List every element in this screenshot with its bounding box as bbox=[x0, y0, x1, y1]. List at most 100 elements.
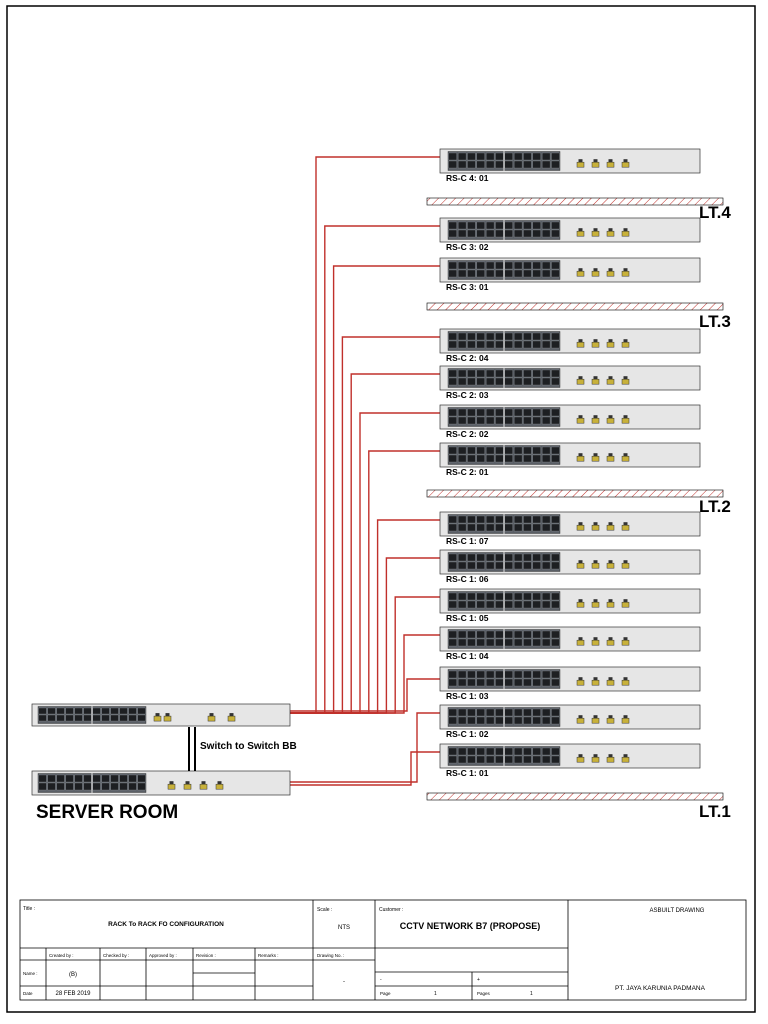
rj45-port bbox=[467, 377, 476, 386]
rj45-port bbox=[551, 747, 560, 756]
rj45-port bbox=[495, 592, 504, 601]
rj45-port bbox=[532, 592, 541, 601]
rj45-port bbox=[467, 708, 476, 717]
sfp-latch bbox=[623, 453, 628, 457]
rj45-port bbox=[83, 782, 92, 791]
rj45-port bbox=[485, 638, 495, 647]
rj45-port bbox=[523, 592, 532, 601]
rj45-port bbox=[476, 221, 485, 230]
rj45-port bbox=[551, 638, 560, 647]
sfp-port bbox=[621, 230, 630, 237]
sfp-latch bbox=[608, 159, 613, 163]
rj45-port bbox=[495, 229, 504, 238]
rj45-port bbox=[551, 332, 560, 341]
sfp-latch bbox=[578, 159, 583, 163]
rj45-port bbox=[495, 515, 504, 524]
switch-label-7: RS-C 2: 01 bbox=[446, 467, 489, 477]
rj45-port bbox=[110, 707, 119, 715]
rj45-port bbox=[541, 592, 551, 601]
sfp-latch bbox=[608, 522, 613, 526]
rj45-port bbox=[504, 369, 513, 378]
sfp-port bbox=[207, 715, 216, 722]
rj45-port bbox=[504, 638, 513, 647]
rj45-port bbox=[448, 369, 457, 378]
sfp-port bbox=[576, 756, 585, 763]
fiber-run-4 bbox=[290, 336, 440, 714]
remarks-caption: Remarks : bbox=[258, 953, 279, 958]
sfp-port bbox=[591, 417, 600, 424]
rj45-port bbox=[513, 446, 523, 455]
sfp-latch bbox=[593, 453, 598, 457]
rj45-port bbox=[532, 454, 541, 463]
backbone-label: Switch to Switch BB bbox=[200, 741, 297, 752]
rj45-port bbox=[476, 755, 485, 764]
rj45-port bbox=[476, 678, 485, 687]
rj45-port bbox=[485, 221, 495, 230]
floor-slabs bbox=[426, 197, 724, 801]
rj45-port bbox=[38, 782, 47, 791]
rj45-port bbox=[541, 160, 551, 169]
sfp-latch bbox=[165, 713, 170, 717]
rj45-port bbox=[467, 523, 476, 532]
rj45-port bbox=[476, 160, 485, 169]
sfp-port bbox=[606, 524, 615, 531]
rj45-port bbox=[513, 592, 523, 601]
sfp-latch bbox=[608, 677, 613, 681]
rj45-port bbox=[467, 678, 476, 687]
rj45-port bbox=[485, 408, 495, 417]
sfp-latch bbox=[608, 415, 613, 419]
rj45-port bbox=[467, 670, 476, 679]
rj45-port bbox=[476, 747, 485, 756]
rack-switch-2 bbox=[439, 217, 701, 243]
rj45-port bbox=[532, 221, 541, 230]
rj45-port bbox=[513, 638, 523, 647]
date-caption: Date bbox=[23, 991, 33, 996]
switch-label-3: RS-C 3: 01 bbox=[446, 282, 489, 292]
sfp-latch bbox=[623, 159, 628, 163]
rj45-port bbox=[476, 229, 485, 238]
rj45-port bbox=[532, 377, 541, 386]
rj45-port bbox=[485, 261, 495, 270]
rj45-port bbox=[476, 716, 485, 725]
sfp-port bbox=[576, 601, 585, 608]
rj45-port bbox=[467, 755, 476, 764]
rj45-port bbox=[504, 446, 513, 455]
rj45-port bbox=[532, 670, 541, 679]
rj45-port bbox=[485, 340, 495, 349]
rj45-port bbox=[56, 714, 65, 722]
rj45-port bbox=[476, 561, 485, 570]
rj45-port bbox=[513, 561, 523, 570]
sfp-latch bbox=[608, 453, 613, 457]
rj45-port bbox=[495, 638, 504, 647]
rj45-port bbox=[485, 446, 495, 455]
rj45-port bbox=[467, 638, 476, 647]
rj45-port bbox=[467, 630, 476, 639]
sfp-latch bbox=[578, 453, 583, 457]
rj45-port bbox=[513, 377, 523, 386]
rj45-port bbox=[532, 416, 541, 425]
rj45-port bbox=[532, 630, 541, 639]
sfp-port bbox=[591, 341, 600, 348]
sfp-port bbox=[621, 378, 630, 385]
rj45-port bbox=[541, 446, 551, 455]
rj45-port bbox=[504, 553, 513, 562]
rj45-port bbox=[83, 714, 92, 722]
rj45-port bbox=[485, 229, 495, 238]
sfp-latch bbox=[593, 376, 598, 380]
rj45-port bbox=[448, 454, 457, 463]
rj45-port bbox=[485, 369, 495, 378]
rj45-port bbox=[137, 707, 146, 715]
rj45-port bbox=[457, 340, 467, 349]
rj45-port bbox=[485, 678, 495, 687]
rj45-port bbox=[101, 782, 110, 791]
rj45-port bbox=[495, 269, 504, 278]
sfp-port bbox=[621, 270, 630, 277]
sfp-latch bbox=[578, 599, 583, 603]
rj45-port bbox=[523, 408, 532, 417]
rj45-port bbox=[532, 229, 541, 238]
rj45-port bbox=[551, 160, 560, 169]
page-value: 1 bbox=[434, 991, 437, 997]
fiber-run-5 bbox=[290, 373, 440, 714]
rj45-port bbox=[541, 221, 551, 230]
rj45-port bbox=[532, 340, 541, 349]
